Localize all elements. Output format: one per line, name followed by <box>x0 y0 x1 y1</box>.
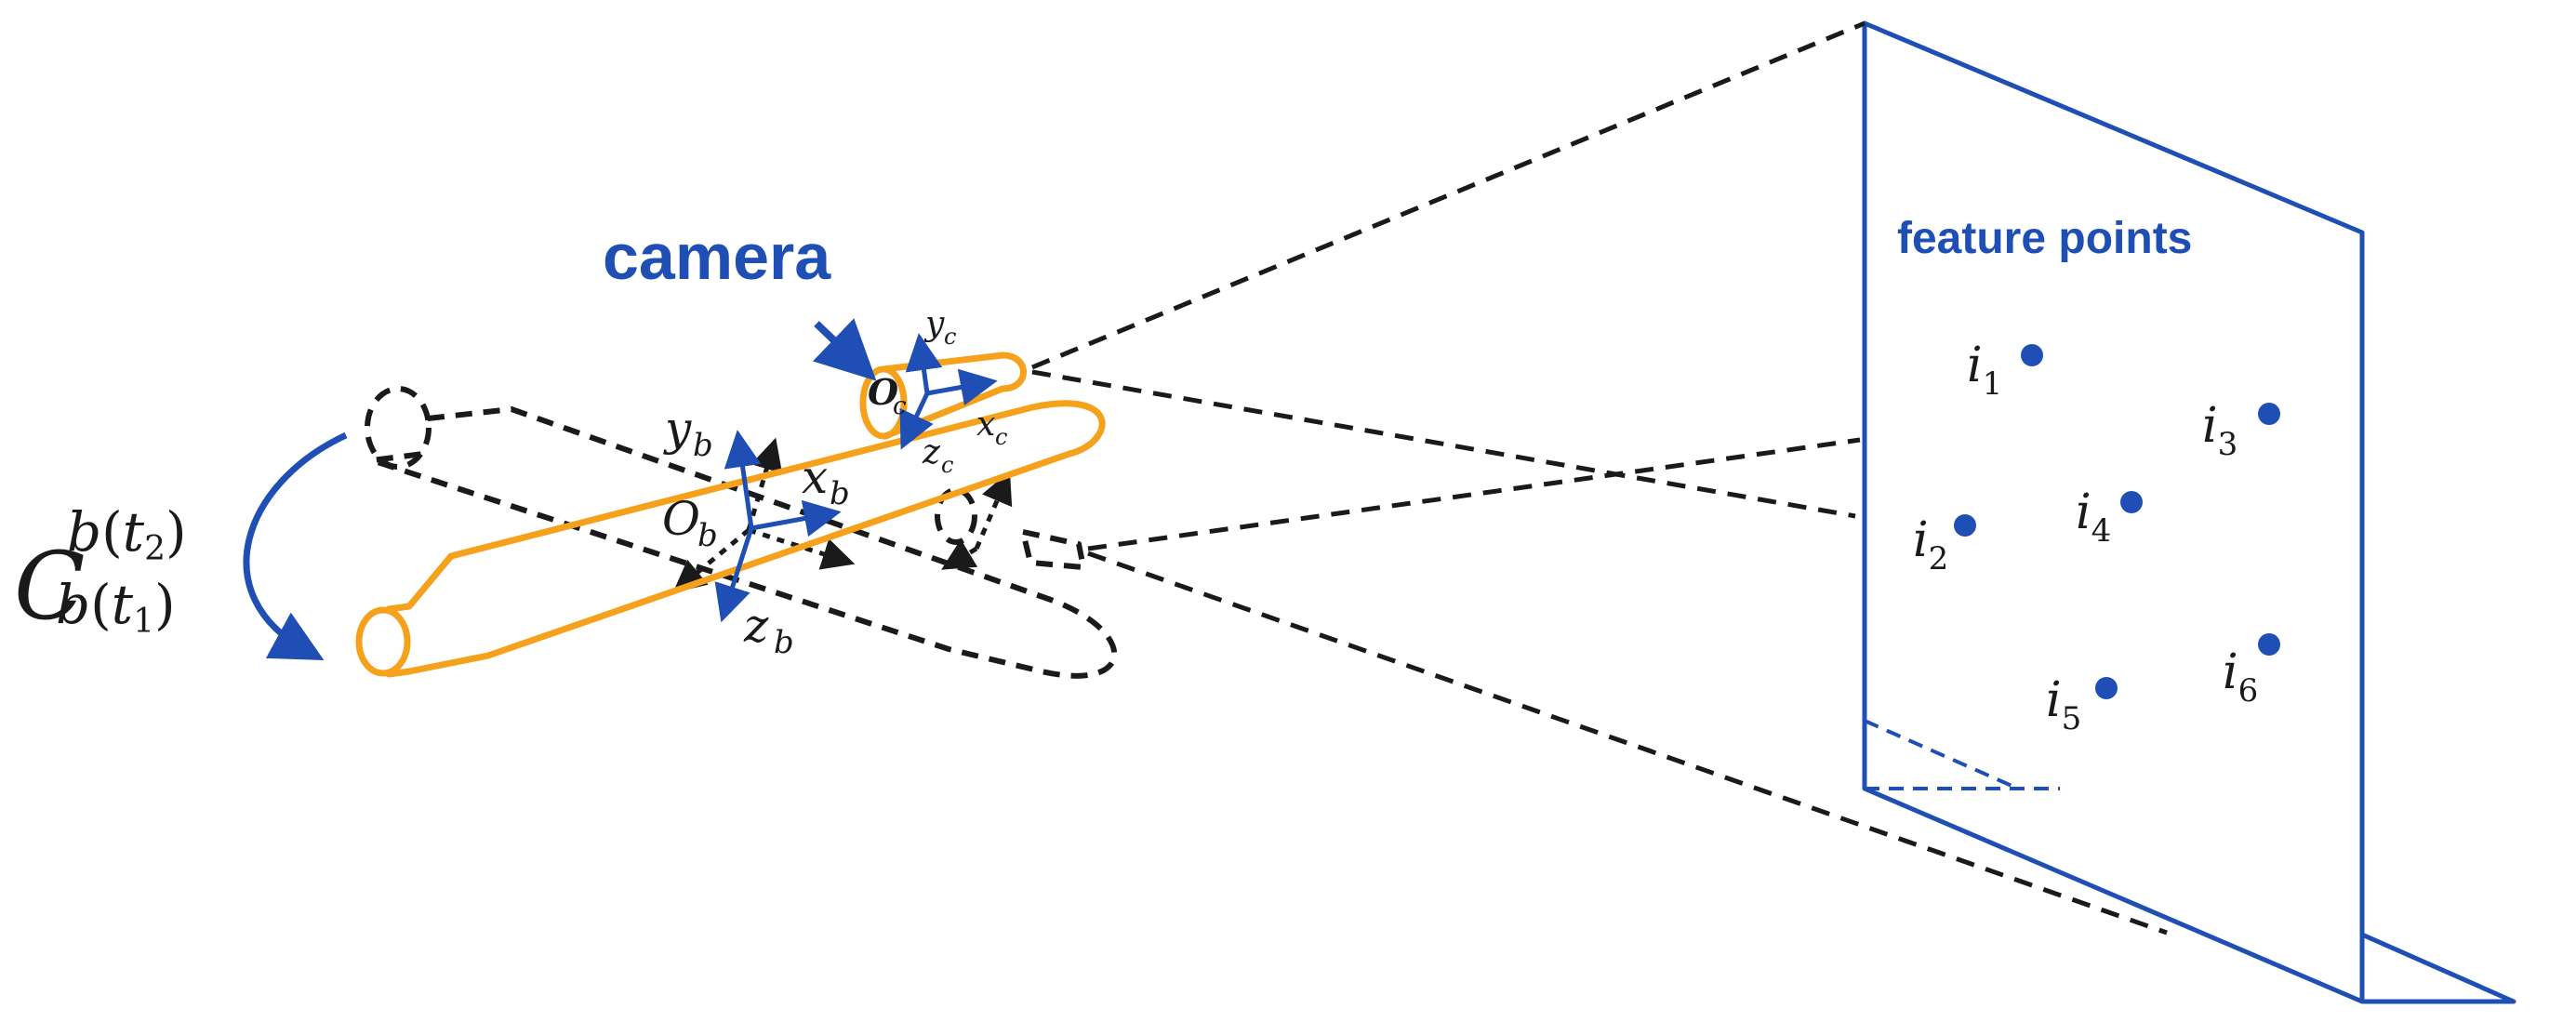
camera-axis-x <box>926 368 998 406</box>
feature-point-label-3: i3 <box>2202 398 2237 463</box>
transform-arrow <box>243 431 348 661</box>
camera-axes <box>899 333 998 450</box>
body-axis-z <box>714 527 754 623</box>
svg-text:c: c <box>995 424 1007 450</box>
camera-axis-x-label: x c <box>976 405 1007 450</box>
svg-text:b: b <box>830 475 850 512</box>
svg-text:b: b <box>693 427 713 464</box>
camera-body <box>880 352 1027 440</box>
camera-pointer-arrow <box>812 318 877 381</box>
feature-point-dot-2 <box>1954 514 1976 537</box>
ray-bottom <box>1087 551 2168 935</box>
feature-point-label-5: i5 <box>2046 672 2081 737</box>
ghost-rear-cap <box>365 386 432 470</box>
ghost-axis-x <box>748 527 856 570</box>
vehicle-body <box>385 400 1106 678</box>
image-plane-base <box>2360 932 2516 1004</box>
svg-text:b(t2): b(t2) <box>67 500 187 568</box>
svg-text:x: x <box>802 450 828 504</box>
image-plane <box>1862 20 2516 1004</box>
camera-axis-y-label: y c <box>923 305 956 350</box>
feature-point-5: i5 <box>2046 672 2118 737</box>
camera-axis-z <box>899 391 934 450</box>
ghost-cam-axis-z <box>941 538 978 570</box>
body-axis-y <box>724 430 762 529</box>
feature-point-dot-4 <box>2120 491 2143 513</box>
feature-points: i1 i2 i3 i4 i5 i6 <box>1913 338 2280 737</box>
ray-middle-b <box>1087 437 1861 551</box>
svg-text:C: C <box>14 532 86 641</box>
ghost-camera-nose <box>1020 529 1086 570</box>
svg-text:c: c <box>944 324 956 350</box>
svg-text:z: z <box>743 599 769 653</box>
feature-point-4: i4 <box>2076 484 2143 550</box>
svg-text:y: y <box>663 402 692 456</box>
svg-text:c: c <box>941 452 953 478</box>
camera-label: camera <box>603 220 831 293</box>
feature-point-dot-3 <box>2258 403 2280 425</box>
feature-point-2: i2 <box>1913 512 1976 577</box>
image-plane-hidden-edge <box>1864 719 2019 790</box>
body-axis-z-label: z b <box>743 599 794 661</box>
svg-text:O: O <box>662 492 700 546</box>
transform-label: C b(t2) b(t1) <box>14 500 187 641</box>
feature-point-label-1: i1 <box>1967 338 2002 403</box>
body-axis-x <box>750 499 842 537</box>
body-axis-x-label: x b <box>802 450 850 512</box>
svg-text:z: z <box>922 433 941 471</box>
svg-text:b: b <box>774 624 794 661</box>
feature-points-title: feature points <box>1897 214 2192 263</box>
body-axis-y-label: y b <box>663 402 713 464</box>
svg-text:c: c <box>893 392 907 420</box>
feature-point-dot-6 <box>2258 633 2280 656</box>
feature-point-dot-1 <box>2021 344 2043 366</box>
camera-axis-z-label: z c <box>922 433 953 478</box>
ray-top <box>1031 20 1866 370</box>
camera-axis-y <box>905 333 943 394</box>
body-axes <box>714 430 842 623</box>
svg-text:y: y <box>923 305 945 343</box>
ghost-axes <box>672 437 1013 593</box>
feature-point-label-6: i6 <box>2223 644 2258 710</box>
feature-point-label-2: i2 <box>1913 512 1948 577</box>
vehicle-rear-cap <box>355 606 411 677</box>
feature-point-6: i6 <box>2223 633 2280 710</box>
feature-point-1: i1 <box>1967 338 2043 403</box>
ghost-body <box>369 406 1118 679</box>
projection-rays <box>1031 20 2168 935</box>
feature-point-dot-5 <box>2095 677 2118 699</box>
camera-origin-label: O c <box>868 371 907 420</box>
svg-text:b: b <box>697 517 718 554</box>
svg-text:x: x <box>976 405 995 444</box>
ghost-cam-axis-y <box>974 471 1013 550</box>
feature-point-label-4: i4 <box>2076 484 2111 550</box>
vehicle-current <box>355 352 1106 678</box>
body-origin-label: O b <box>662 492 718 554</box>
svg-text:b(t1): b(t1) <box>56 573 176 641</box>
ray-middle-a <box>1031 369 1856 519</box>
svg-text:O: O <box>868 371 898 413</box>
feature-point-3: i3 <box>2202 398 2280 463</box>
